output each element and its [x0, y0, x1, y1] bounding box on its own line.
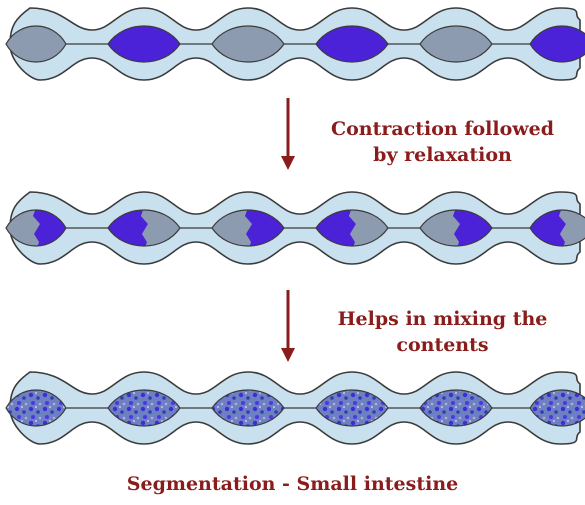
content-segment-mixed [529, 389, 585, 427]
caption-mixing-line1: Helps in mixing the [337, 308, 548, 330]
down-arrow-2 [281, 290, 295, 362]
caption-mixing-line2: contents [396, 334, 489, 356]
intestine-row-contracted [5, 191, 585, 265]
content-segment-mixed [107, 389, 181, 427]
content-segment-mixed [211, 389, 285, 427]
intestine-row-mixed [5, 371, 585, 445]
caption-contraction-line1: Contraction followed [330, 118, 555, 140]
caption-mixing: Helps in mixing the contents [300, 306, 585, 358]
content-segment [529, 25, 585, 63]
content-segment [315, 25, 389, 63]
content-segment-mixed [419, 389, 493, 427]
figure-title: Segmentation - Small intestine [126, 473, 459, 495]
content-segment [5, 25, 67, 63]
caption-contraction-line2: by relaxation [373, 144, 512, 166]
content-segment-mixed [5, 389, 67, 427]
content-segment-mixed [315, 389, 389, 427]
caption-contraction: Contraction followed by relaxation [300, 116, 585, 168]
content-segment [107, 25, 181, 63]
intestine-row-initial [5, 7, 585, 81]
content-segment [419, 25, 493, 63]
content-segment [211, 25, 285, 63]
down-arrow-1 [281, 98, 295, 170]
